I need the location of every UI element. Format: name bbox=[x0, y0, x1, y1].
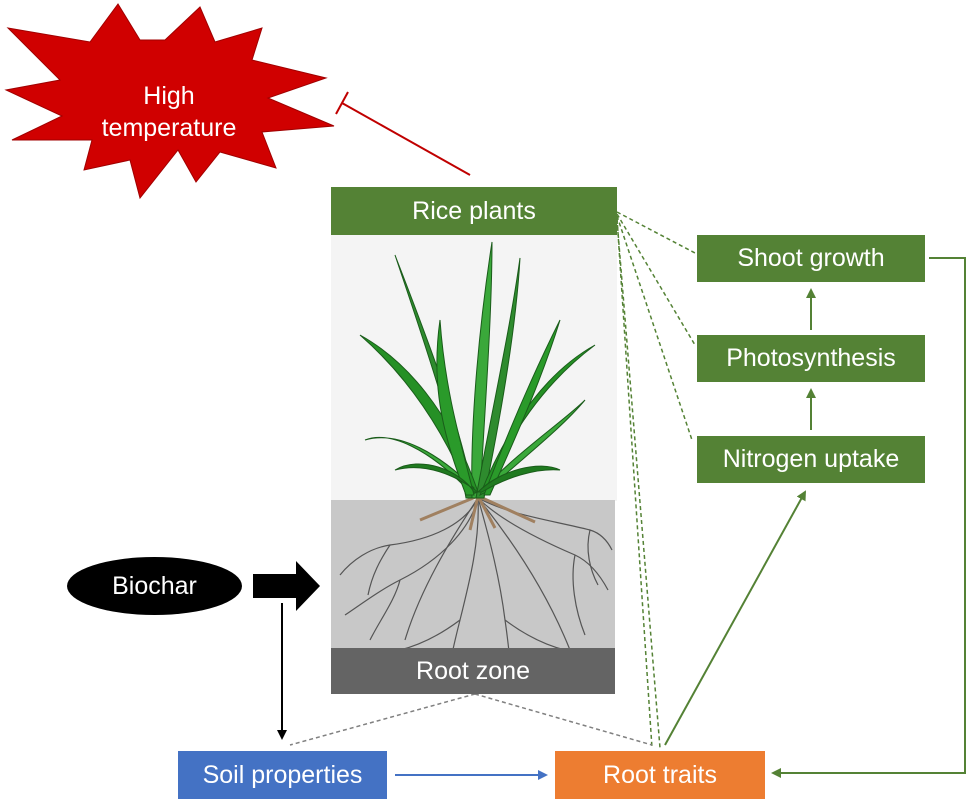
dashed-connector-soil bbox=[289, 693, 476, 746]
high-temperature-label: High temperature bbox=[60, 60, 278, 164]
biochar-block-arrow bbox=[253, 561, 320, 611]
roots-illustration bbox=[339, 497, 613, 681]
arrow-shoot-to-roottraits bbox=[771, 257, 966, 778]
high-temperature-line2: temperature bbox=[101, 114, 237, 142]
inhibition-bar bbox=[335, 91, 349, 115]
dashed-connector-photo bbox=[616, 213, 696, 346]
high-temperature-line1: High bbox=[143, 82, 195, 110]
root-base bbox=[419, 494, 536, 531]
dashed-connector-shoot bbox=[616, 211, 696, 254]
inhibition-line bbox=[341, 102, 471, 176]
root-traits-box: Root traits bbox=[555, 751, 765, 799]
dashed-connector-nitro bbox=[616, 215, 693, 441]
arrow-roottraits-to-nitro bbox=[664, 490, 806, 746]
dashed-connector-rootzone-traits bbox=[474, 693, 653, 746]
high-temperature-starburst bbox=[4, 3, 335, 200]
dashed-connector-roottraits-b bbox=[616, 219, 661, 749]
rice-plants-label: Rice plants bbox=[331, 187, 617, 235]
nitrogen-uptake-box: Nitrogen uptake bbox=[697, 436, 925, 483]
biochar-ellipse: Biochar bbox=[67, 557, 242, 615]
dashed-connector-roottraits-a bbox=[616, 217, 653, 749]
soil-properties-box: Soil properties bbox=[178, 751, 387, 799]
rice-plant-illustration bbox=[359, 241, 596, 499]
photosynthesis-box: Photosynthesis bbox=[697, 335, 925, 382]
shoot-growth-box: Shoot growth bbox=[697, 235, 925, 282]
root-zone-label: Root zone bbox=[331, 648, 615, 694]
